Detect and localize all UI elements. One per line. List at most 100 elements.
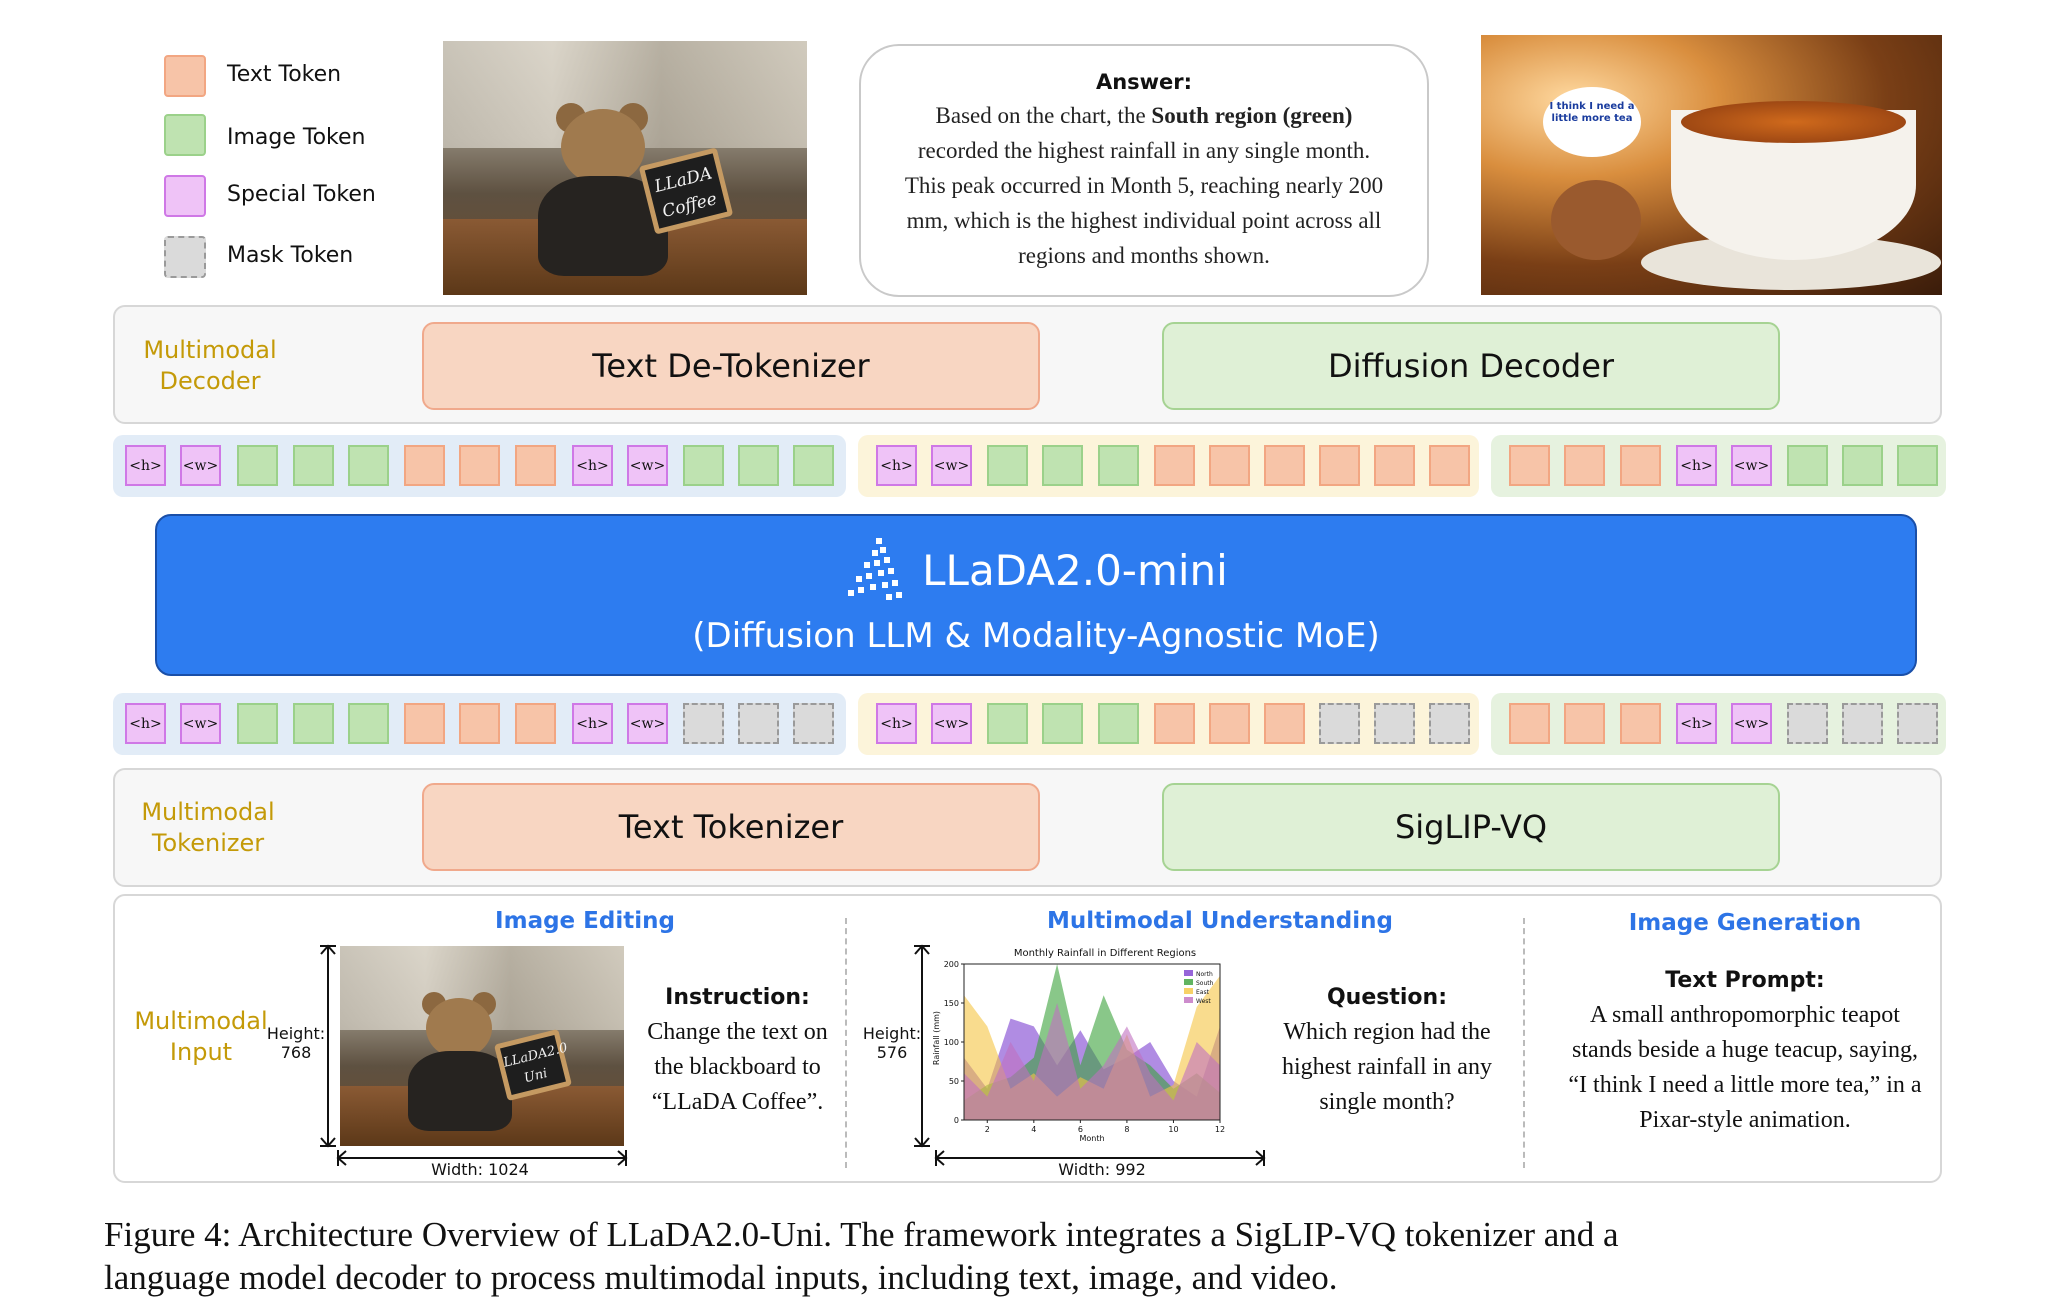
token-w: <w>: [1731, 445, 1772, 486]
y-tick-label: 200: [944, 960, 959, 969]
token-w: <w>: [1731, 703, 1772, 744]
generated-teapot-image: I think I need a little more tea: [1481, 35, 1942, 295]
output-token-strip-generation: <h> <w>: [1491, 435, 1946, 497]
legend-swatch-south: [1184, 979, 1193, 985]
answer-line-1: Based on the chart, the South region (gr…: [935, 103, 1353, 128]
mask-token: [1429, 703, 1470, 744]
editing-height-label: Height:768: [266, 1024, 326, 1062]
token-h: <h>: [572, 445, 613, 486]
token-w: <w>: [180, 703, 221, 744]
token-h: <h>: [572, 703, 613, 744]
diffusion-decoder-module: Diffusion Decoder: [1162, 322, 1780, 410]
mask-token: [1842, 703, 1883, 744]
answer-line-5: regions and months shown.: [1018, 243, 1270, 268]
teapot-speech-bubble: I think I need a little more tea: [1543, 87, 1641, 157]
token-w: <w>: [627, 445, 668, 486]
text-token: [1209, 445, 1250, 486]
mask-token: [1897, 703, 1938, 744]
legend-image-token-label: Image Token: [227, 125, 366, 150]
output-token-strip-editing: <h> <w> <h> <w>: [113, 435, 846, 497]
text-token: [1209, 703, 1250, 744]
image-token: [237, 703, 278, 744]
text-token: [1319, 445, 1360, 486]
mask-token: [1374, 703, 1415, 744]
text-token: [515, 445, 556, 486]
legend-image-token-swatch: [164, 114, 206, 156]
editing-width-arrow-icon: [336, 1150, 628, 1166]
rainfall-chart: Monthly Rainfall in Different Regions Ra…: [930, 944, 1260, 1144]
text-token: [1509, 445, 1550, 486]
x-tick-label: 8: [1124, 1125, 1129, 1134]
text-token: [1620, 445, 1661, 486]
x-tick-label: 12: [1215, 1125, 1225, 1134]
image-token: [1842, 445, 1883, 486]
text-token: [1154, 445, 1195, 486]
mask-token: [793, 703, 834, 744]
siglip-vq-module: SigLIP-VQ: [1162, 783, 1780, 871]
multimodal-understanding-title: Multimodal Understanding: [1047, 908, 1393, 934]
image-token: [1098, 445, 1139, 486]
legend-special-token-label: Special Token: [227, 182, 376, 207]
generation-prompt: Text Prompt: A small anthropomorphic tea…: [1568, 968, 1922, 1133]
understanding-width-label: Width: 992: [1058, 1160, 1146, 1179]
section-divider: [1523, 918, 1525, 1168]
text-token: [1429, 445, 1470, 486]
legend-special-token-swatch: [164, 175, 206, 217]
output-token-strip-understanding: <h> <w>: [858, 435, 1479, 497]
text-token: [1564, 445, 1605, 486]
caption-line-1: Figure 4: Architecture Overview of LLaDA…: [104, 1215, 1619, 1254]
legend-label-north: North: [1196, 971, 1213, 978]
answer-line-4: mm, which is the highest individual poin…: [906, 208, 1382, 233]
text-token: [1620, 703, 1661, 744]
legend-label-south: South: [1196, 980, 1214, 987]
chart-y-label: Rainfall (mm): [932, 1011, 941, 1065]
input-token-strip-editing: <h> <w> <h> <w>: [113, 693, 846, 755]
token-h: <h>: [1676, 703, 1717, 744]
text-detokenizer-module: Text De-Tokenizer: [422, 322, 1040, 410]
token-w: <w>: [931, 703, 972, 744]
text-token: [1264, 445, 1305, 486]
y-tick-label: 0: [954, 1116, 959, 1125]
understanding-width-arrow-icon: [934, 1150, 1266, 1166]
token-h: <h>: [1676, 445, 1717, 486]
text-token: [1564, 703, 1605, 744]
image-token: [987, 703, 1028, 744]
text-token: [1374, 445, 1415, 486]
x-tick-label: 2: [985, 1125, 990, 1134]
editing-width-label: Width: 1024: [431, 1160, 529, 1179]
llada-logo-icon: [848, 538, 903, 600]
understanding-height-arrow-icon: [914, 944, 930, 1148]
text-token: [459, 703, 500, 744]
model-name: LLaDA2.0-mini: [922, 545, 1228, 595]
text-token: [459, 445, 500, 486]
legend-text-token-swatch: [164, 55, 206, 97]
chart-title: Monthly Rainfall in Different Regions: [1014, 948, 1196, 959]
text-token: [404, 703, 445, 744]
editing-instruction: Instruction: Change the text on the blac…: [647, 985, 828, 1115]
legend-mask-token-swatch: [164, 236, 206, 278]
image-token: [237, 445, 278, 486]
text-token: [1509, 703, 1550, 744]
mask-token: [738, 703, 779, 744]
image-token: [1787, 445, 1828, 486]
edited-bear-image: LLaDA Coffee: [443, 41, 807, 295]
image-token: [1042, 445, 1083, 486]
legend-mask-token-label: Mask Token: [227, 243, 354, 268]
text-tokenizer-module: Text Tokenizer: [422, 783, 1040, 871]
image-editing-title: Image Editing: [495, 908, 675, 934]
x-tick-label: 6: [1078, 1125, 1083, 1134]
y-tick-label: 50: [949, 1077, 959, 1086]
caption-line-2: language model decoder to process multim…: [104, 1258, 1338, 1297]
image-token: [683, 445, 724, 486]
text-token: [1154, 703, 1195, 744]
image-token: [348, 703, 389, 744]
y-tick-label: 100: [944, 1038, 959, 1047]
y-tick-label: 150: [944, 999, 959, 1008]
x-tick-label: 10: [1168, 1125, 1178, 1134]
image-token: [1897, 445, 1938, 486]
